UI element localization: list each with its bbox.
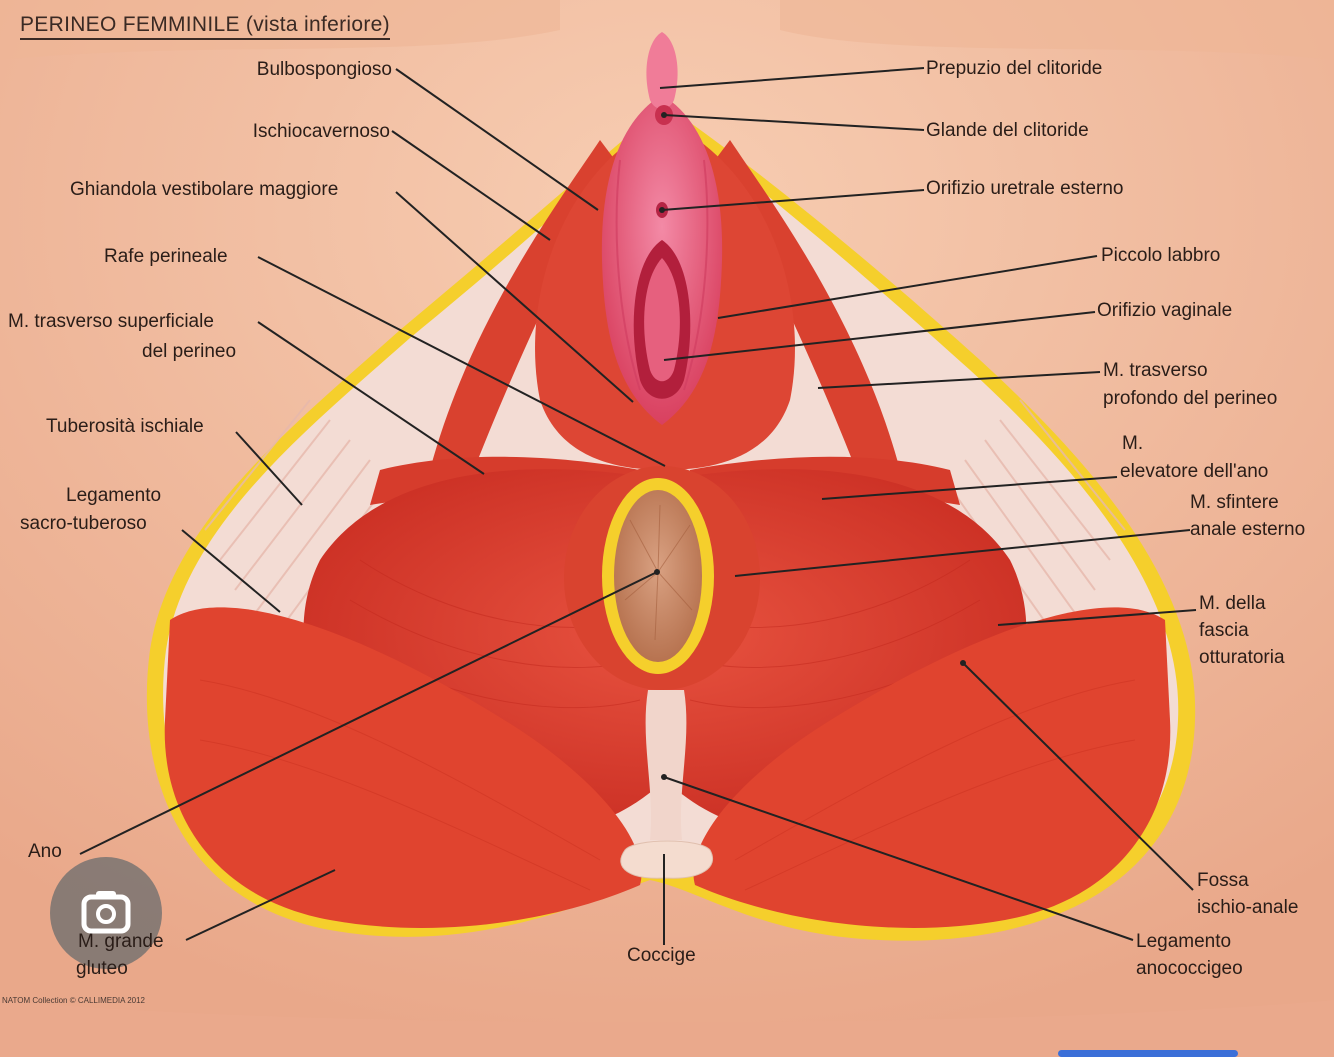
gluteus-right [693, 607, 1171, 928]
lens-camera-icon[interactable] [50, 857, 162, 969]
label-fossa-1: Fossa [1197, 870, 1249, 891]
vestibule-inner [644, 258, 680, 382]
label-trasverso-prof-2: profondo del perineo [1103, 388, 1278, 409]
leader-glande [663, 114, 925, 131]
bottom-skin [0, 1000, 1334, 1057]
label-sfintere-2: anale esterno [1190, 519, 1306, 540]
leader-uretrale [661, 189, 925, 211]
label-otturatoria-1: M. della [1199, 593, 1266, 614]
label-trasverso-sup-1: M. trasverso superficiale [8, 311, 214, 332]
label-elevatore-1: M. [1122, 433, 1144, 454]
clitoral-hood [646, 32, 678, 109]
label-sfintere-1: M. sfintere [1190, 492, 1279, 513]
label-anococcigeo-2: anococcigeo [1136, 958, 1243, 979]
coccyx [620, 840, 713, 879]
leader-bulbospongioso [395, 68, 599, 211]
leader-sacro [181, 529, 281, 613]
gluteus-left [164, 607, 642, 928]
thigh-shadow-right [780, 0, 1334, 60]
label-trasverso-prof-1: M. trasverso [1103, 360, 1208, 381]
thigh-shadow-left [0, 0, 560, 60]
leader-trasverso-prof [817, 371, 1101, 389]
leader-gluteo [185, 869, 336, 941]
label-anococcigeo-1: Legamento [1136, 931, 1232, 952]
copyright-credit: NATOM Collection © CALLIMEDIA 2012 [2, 996, 145, 1005]
leader-lines [79, 67, 1197, 945]
leader-piccolo [717, 255, 1098, 319]
label-orifizio-uretrale: Orifizio uretrale esterno [926, 178, 1124, 199]
lens-glyph [81, 891, 131, 934]
label-rafe: Rafe perineale [104, 246, 228, 267]
gluteus-striations [199, 679, 1136, 891]
label-gluteo-1: M. grande [78, 931, 164, 952]
leader-trasverso-sup [257, 321, 485, 475]
leader-tuberosita [235, 431, 303, 506]
label-glande: Glande del clitoride [926, 120, 1089, 141]
label-gluteo-2: gluteo [76, 958, 128, 979]
label-ischiocavernoso: Ischiocavernoso [252, 121, 390, 142]
leader-vaginale [663, 311, 1096, 361]
label-coccige: Coccige [627, 945, 696, 966]
leader-dots [654, 112, 966, 780]
label-ano: Ano [28, 841, 62, 862]
leader-sfintere [734, 529, 1191, 577]
anococcygeal-ligament [645, 690, 687, 840]
leader-rafe [257, 256, 666, 467]
diagram-title: PERINEO FEMMINILE (vista inferiore) [20, 12, 390, 40]
leader-ano [79, 571, 658, 855]
label-trasverso-sup-2: del perineo [142, 341, 237, 362]
leader-ghiandola [395, 191, 634, 403]
label-tuberosita: Tuberosità ischiale [46, 416, 204, 437]
label-elevatore-2: elevatore dell'ano [1120, 461, 1269, 482]
leader-prepuzio [659, 67, 925, 89]
label-bulbospongioso: Bulbospongioso [256, 59, 392, 80]
label-fossa-2: ischio-anale [1197, 897, 1299, 918]
leader-ischiocavernoso [391, 130, 551, 241]
leader-otturatoria [997, 609, 1197, 626]
anus-folds [624, 504, 693, 641]
leader-fossa [962, 662, 1194, 891]
leader-anococcigeo [663, 776, 1134, 941]
label-legamento-sacro-2: sacro-tuberoso [20, 513, 147, 534]
label-legamento-sacro-1: Legamento [66, 485, 162, 506]
leader-elevatore [821, 476, 1118, 500]
label-otturatoria-3: otturatoria [1199, 647, 1285, 668]
label-otturatoria-2: fascia [1199, 620, 1249, 641]
bottom-scroll-indicator [1058, 1050, 1238, 1057]
label-piccolo-labbro: Piccolo labbro [1101, 245, 1221, 266]
label-orifizio-vaginale: Orifizio vaginale [1097, 300, 1233, 321]
label-ghiandola: Ghiandola vestibolare maggiore [70, 179, 339, 200]
labia-folds [615, 159, 709, 391]
label-prepuzio: Prepuzio del clitoride [926, 58, 1103, 79]
